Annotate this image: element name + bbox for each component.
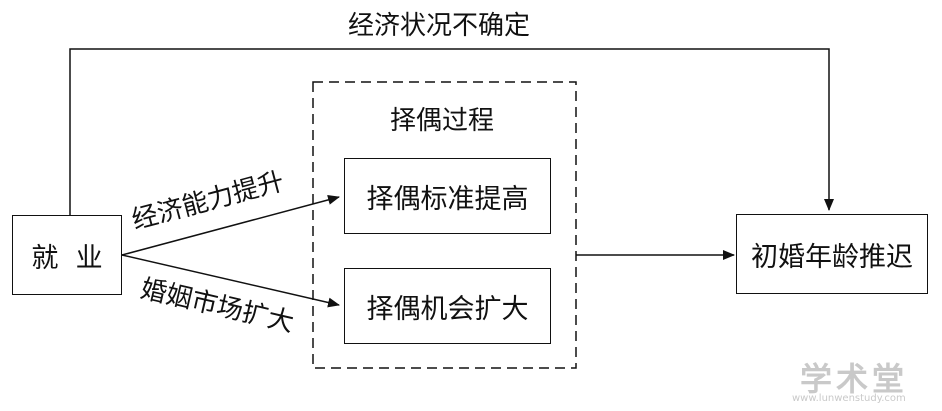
node-standard-up: 择偶标准提高 xyxy=(344,158,551,234)
node-delay: 初婚年龄推迟 xyxy=(736,214,928,294)
watermark-url: www.lunwenstudy.com xyxy=(792,393,906,404)
node-employment: 就 业 xyxy=(12,215,122,295)
top-edge-label: 经济状况不确定 xyxy=(348,11,531,41)
node-opportunity-up: 择偶机会扩大 xyxy=(344,268,551,344)
arrow-economic-capacity xyxy=(121,195,340,256)
node-employment-label: 就 业 xyxy=(31,242,103,274)
node-standard-up-label: 择偶标准提高 xyxy=(366,183,529,215)
node-opportunity-up-label: 择偶机会扩大 xyxy=(366,293,529,325)
watermark-logo: 学术堂 xyxy=(800,360,909,398)
group-label: 择偶过程 xyxy=(390,106,495,136)
node-delay-label: 初婚年龄推迟 xyxy=(751,241,913,273)
mate-selection-group-border xyxy=(312,81,577,369)
uncertainty-path xyxy=(69,48,834,215)
arrow-marriage-market xyxy=(121,254,340,308)
